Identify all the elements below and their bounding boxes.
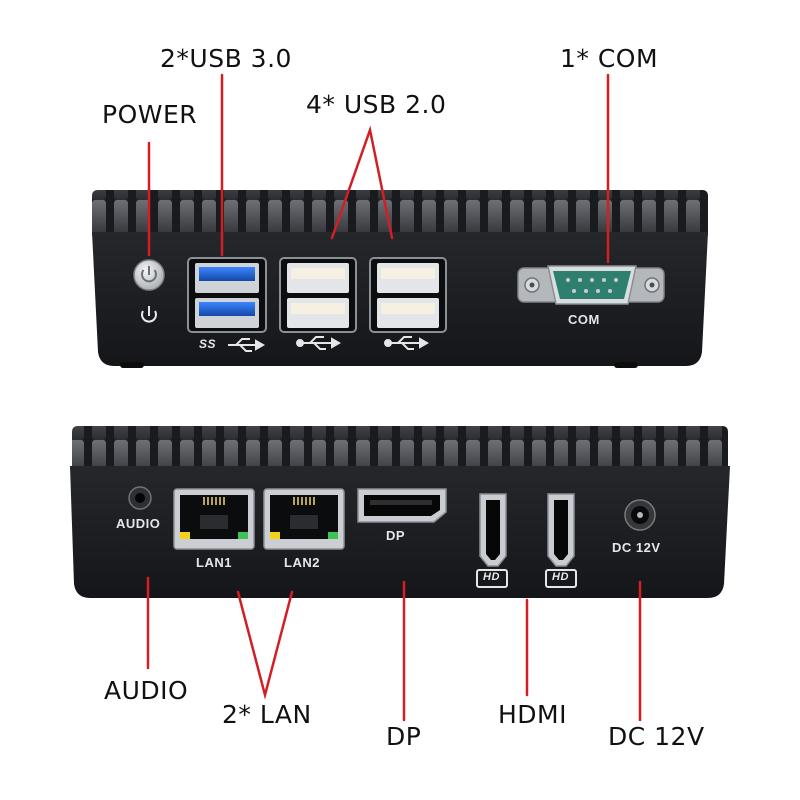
usb3-port-stack[interactable] xyxy=(187,257,267,333)
lan1-port[interactable] xyxy=(173,488,255,550)
usb2-callout-line xyxy=(330,125,394,240)
rear-heatsink-fins xyxy=(72,426,728,470)
power-button[interactable] xyxy=(133,259,165,291)
front-foot-right xyxy=(614,362,638,368)
superspeed-label: SS xyxy=(199,337,217,351)
lan2-port-label: LAN2 xyxy=(284,555,320,570)
usb-trident-icon xyxy=(228,336,430,352)
dc-port-label: DC 12V xyxy=(612,540,661,555)
dc-power-jack[interactable] xyxy=(624,499,656,531)
hd-logo-1-icon xyxy=(476,569,508,588)
lan2-port[interactable] xyxy=(263,488,345,550)
audio-jack[interactable] xyxy=(128,486,152,510)
hdmi-callout-label: HDMI xyxy=(498,700,567,729)
power-symbol-icon xyxy=(141,306,157,323)
callout-lines xyxy=(146,73,642,722)
lan-callout-label: 2* LAN xyxy=(222,700,312,729)
usb2-port-stack-right[interactable] xyxy=(369,257,447,333)
com-callout-label: 1* COM xyxy=(560,44,659,73)
audio-callout-label: AUDIO xyxy=(104,676,189,705)
hdmi-port-2[interactable] xyxy=(547,493,575,567)
hdmi-port-1[interactable] xyxy=(479,493,507,567)
audio-port-label: AUDIO xyxy=(116,516,161,531)
front-panel xyxy=(92,190,708,368)
power-callout-label: POWER xyxy=(102,100,198,129)
hd-logo-2-label: HD xyxy=(552,571,569,583)
hd-logo-1-label: HD xyxy=(483,571,500,583)
displayport-port[interactable] xyxy=(357,488,447,523)
dp-callout-label: DP xyxy=(386,722,422,751)
usb3-callout-label: 2*USB 3.0 xyxy=(160,44,292,73)
lan1-port-label: LAN1 xyxy=(196,555,232,570)
dp-port-label: DP xyxy=(386,528,406,543)
dc-callout-label: DC 12V xyxy=(608,722,705,751)
front-foot-left xyxy=(120,362,144,368)
rear-panel xyxy=(70,426,730,598)
com-port[interactable] xyxy=(517,265,665,305)
com-port-label: COM xyxy=(568,312,600,327)
usb2-port-stack-left[interactable] xyxy=(279,257,357,333)
usb2-callout-label: 4* USB 2.0 xyxy=(306,90,447,119)
front-heatsink-fins xyxy=(92,190,708,236)
hd-logo-2-icon xyxy=(545,569,577,588)
lan-callout-line xyxy=(236,590,294,700)
